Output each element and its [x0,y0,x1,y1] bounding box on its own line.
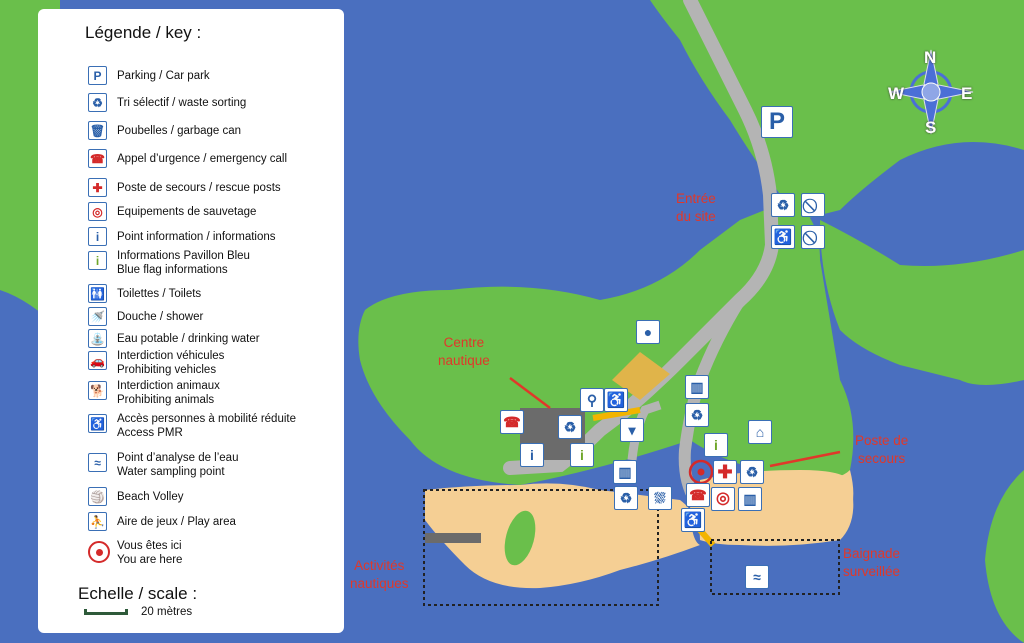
legend-item-label: Appel d’urgence / emergency call [117,153,288,165]
legend-item-label: Point information / informations [117,231,276,243]
legend-item-label: Poste de secours / rescue posts [117,182,281,194]
legend-item-label: Poubelles / garbage can [117,125,242,137]
land-islet [504,510,536,566]
wheelchair-icon[interactable]: ♿ [771,225,795,249]
no-animals-icon: 🐕 [88,381,107,400]
path-orange-1 [592,407,641,421]
recycling-icon[interactable]: ♻ [685,403,709,427]
rescue-cross-icon[interactable]: ✚ [713,460,737,484]
blue-flag-info-icon[interactable]: i [570,443,594,467]
you-are-here-icon [88,541,110,563]
compass-south-label: S [925,118,937,137]
blue-flag-info-icon: i [88,251,107,270]
supervised-swimming-zone [710,539,840,595]
legend-item-label: Tri sélectif / waste sorting [117,97,247,109]
recycling-icon[interactable]: ♻ [558,415,582,439]
wheelchair-icon[interactable]: ♿ [604,388,628,412]
compass-east-label: E [961,84,973,103]
emergency-phone-icon[interactable]: ☎ [500,410,524,434]
pointer-line-rescue-post [769,450,841,468]
drinking-water-icon: ⛲ [88,329,107,348]
beach-volley-icon[interactable]: ● [636,320,660,344]
wheelchair-icon[interactable]: ♿ [681,508,705,532]
legend-item-label: Parking / Car park [117,70,210,82]
playground-icon[interactable]: ⌂ [748,420,772,444]
recycling-icon[interactable]: ♻ [614,486,638,510]
legend-item-label: Eau potable / drinking water [117,333,260,345]
pontoon [425,533,481,543]
legend-item-label: Interdiction véhicules Prohibiting vehic… [117,350,225,376]
land-peninsula [358,200,854,488]
rescue-post-label: Poste de secours [855,433,909,466]
nautical-center-label: Centre nautique [438,335,490,368]
legend-item-label: Aire de jeux / Play area [117,516,236,528]
parking-icon[interactable]: P [761,106,793,138]
scale-label: 20 mètres [141,606,193,618]
toilets-icon: 🚻 [88,284,107,303]
garbage-can-icon: 🗑 [88,121,107,140]
information-icon: i [88,227,107,246]
garbage-can-icon[interactable]: ▥ [613,460,637,484]
recycling-icon[interactable]: ♻ [740,460,764,484]
land-island-east [985,470,1024,643]
nautical-activities-zone [423,489,659,606]
blue-flag-info-icon[interactable]: i [704,433,728,457]
shower-icon[interactable]: ⛆ [648,486,672,510]
legend-item-label: Beach Volley [117,491,184,503]
no-vehicles-icon[interactable]: ⃠ [801,225,825,249]
lifebuoy-icon[interactable]: ◎ [711,487,735,511]
water-sampling-icon[interactable]: ≈ [745,565,769,589]
recycling-icon: ♻ [88,93,107,112]
legend-item-label: Vous êtes ici You are here [117,540,183,566]
legend-item-label: Point d’analyse de l’eau Water sampling … [117,452,239,478]
water-sampling-icon: ≈ [88,453,107,472]
no-vehicles-icon: 🚗 [88,351,107,370]
you-are-here-dot [697,468,705,476]
toilets-icon[interactable]: ⚲ [580,388,604,412]
playground-icon: ⛹ [88,512,107,531]
beach-volley-icon: 🏐 [88,487,107,506]
land-east [820,220,1024,385]
information-icon[interactable]: i [520,443,544,467]
scale-title: Echelle / scale : [78,584,198,603]
parking-icon: P [88,66,107,85]
pointer-line-nautical-center [509,377,551,409]
compass-west-label: W [888,84,905,103]
legend-item-label: Interdiction animaux Prohibiting animals [117,380,220,406]
legend-title: Légende / key : [85,23,202,42]
emergency-phone-icon: ☎ [88,149,107,168]
nautical-activities-label: Activités nautiques [350,558,409,591]
legend-panel: Légende / key : P Parking / Car park ♻ Tri … [38,9,344,633]
emergency-phone-icon[interactable]: ☎ [686,483,710,507]
recycling-icon[interactable]: ♻ [771,193,795,217]
drinking-water-icon[interactable]: ▾ [620,418,644,442]
wheelchair-icon: ♿ [88,414,107,433]
lifebuoy-icon: ◎ [88,202,107,221]
legend-item-label: Informations Pavillon Bleu Blue flag inf… [117,250,250,276]
compass-north-label: N [924,48,937,67]
compass [888,49,974,135]
scale-bar [84,609,128,615]
rescue-cross-icon: ✚ [88,178,107,197]
garbage-can-icon[interactable]: ▥ [685,375,709,399]
supervised-swimming-label: Baignade surveillée [843,546,901,579]
legend-item-label: Equipements de sauvetage [117,206,257,218]
no-animals-icon[interactable]: ⃠ [801,193,825,217]
legend-item-label: Toilettes / Toilets [117,288,202,300]
garbage-can-icon[interactable]: ▥ [738,487,762,511]
legend-item-label: Douche / shower [117,311,204,323]
legend-item-label: Accès personnes à mobilité réduite Acces… [117,413,296,439]
shower-icon: 🚿 [88,307,107,326]
site-entrance-label: Entrée du site [676,191,716,224]
